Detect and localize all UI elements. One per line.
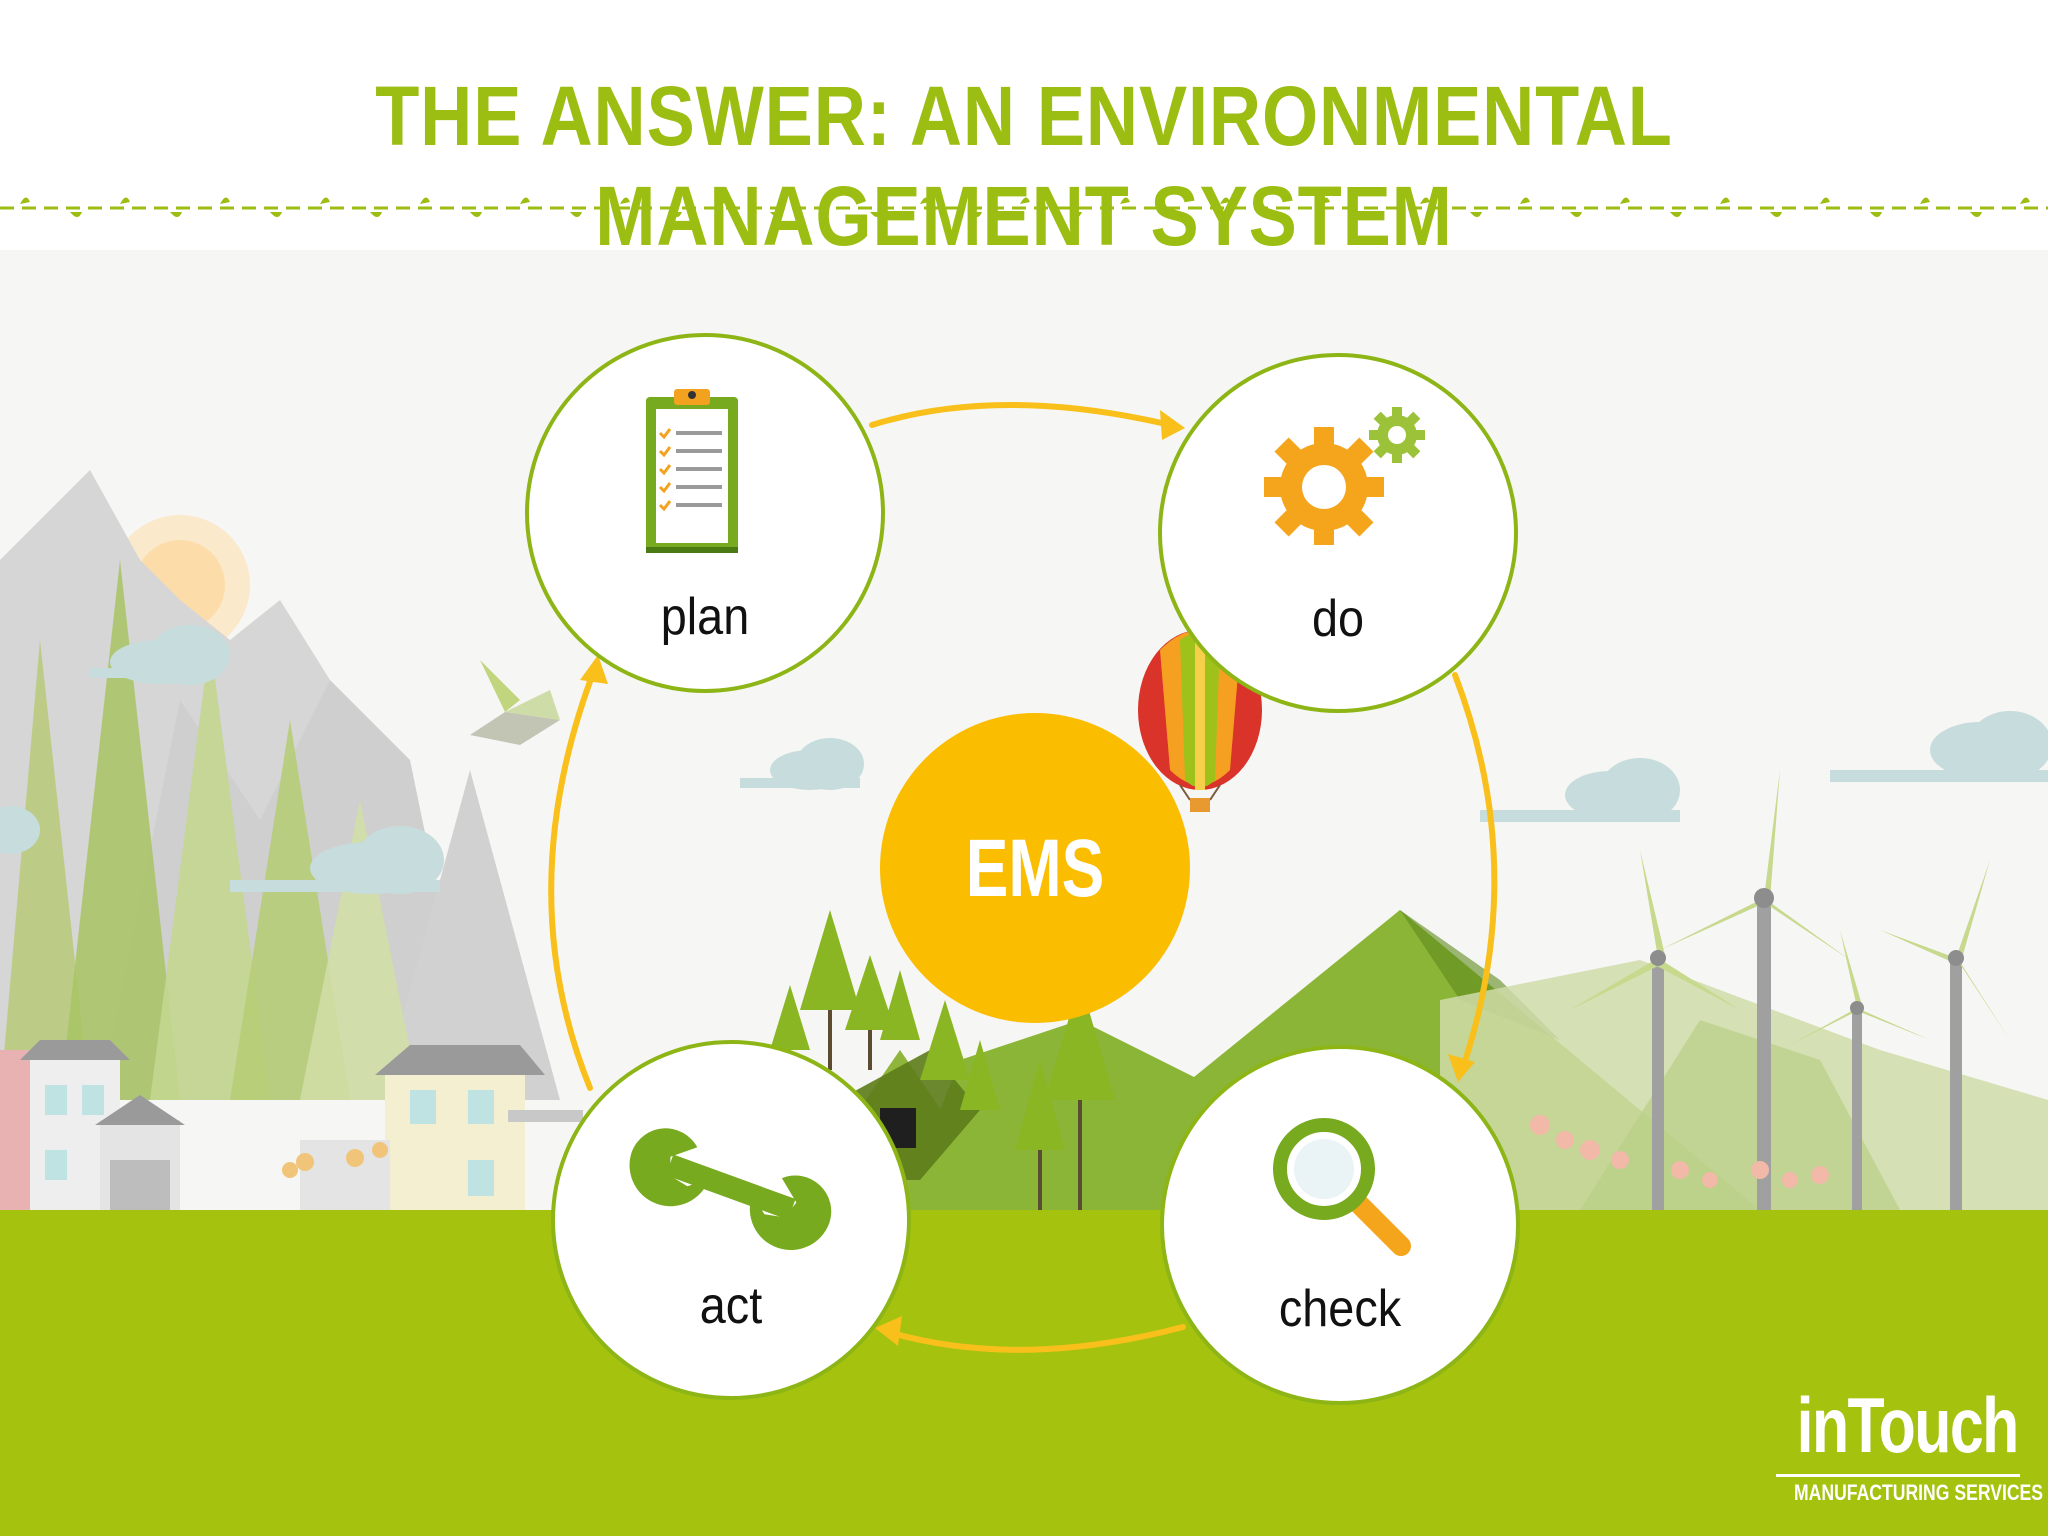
ems-center-label: EMS [965,823,1105,914]
magnifying-glass-icon [1273,1118,1411,1256]
cycle-node-act: act [551,1040,911,1400]
ems-center: EMS [880,713,1190,1023]
gears-icon [1264,407,1425,545]
cycle-node-plan: plan [525,333,885,693]
cycle-label-check: check [1278,1280,1402,1338]
wrench-icon [629,1128,832,1250]
cycle-node-check: check [1160,1045,1520,1405]
cycle-label-act: act [699,1277,763,1335]
logo-wordmark: inTouch [1796,1381,2020,1469]
logo-divider [1776,1474,2020,1477]
cycle-label-plan: plan [660,588,750,646]
clipboard-checklist-icon [646,389,738,553]
cycle-label-do: do [1311,590,1365,648]
page-title: THE ANSWER: AN ENVIRONMENTAL MANAGEMENT … [375,69,1673,263]
intouch-logo: inTouch MANUFACTURING SERVICES [1768,1380,2044,1510]
cycle-node-do: do [1158,353,1518,713]
logo-tagline: MANUFACTURING SERVICES [1794,1480,2044,1505]
